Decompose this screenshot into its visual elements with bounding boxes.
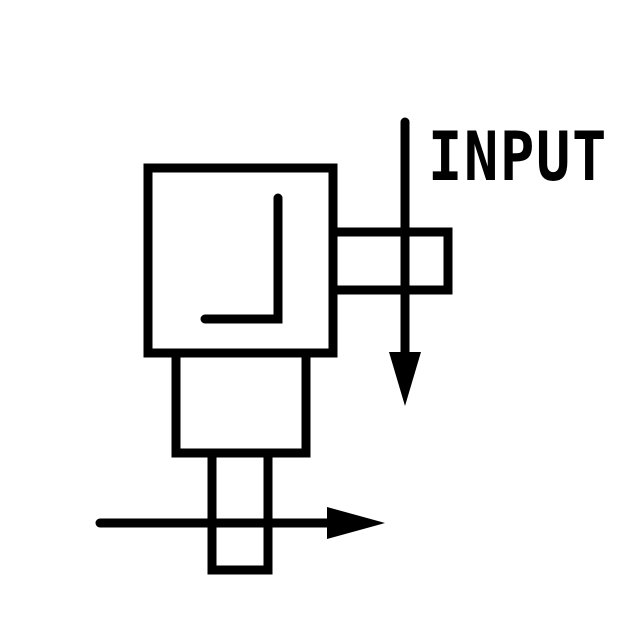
input-shaft — [328, 227, 453, 295]
output-shaft — [207, 448, 273, 575]
output-arrow-head — [327, 507, 385, 539]
gearbox-housing — [143, 163, 338, 358]
right-angle-gear-symbol — [200, 193, 283, 324]
input-label: INPUT — [428, 118, 608, 197]
input-arrow-head — [389, 352, 421, 406]
intermediate-block — [171, 348, 311, 458]
